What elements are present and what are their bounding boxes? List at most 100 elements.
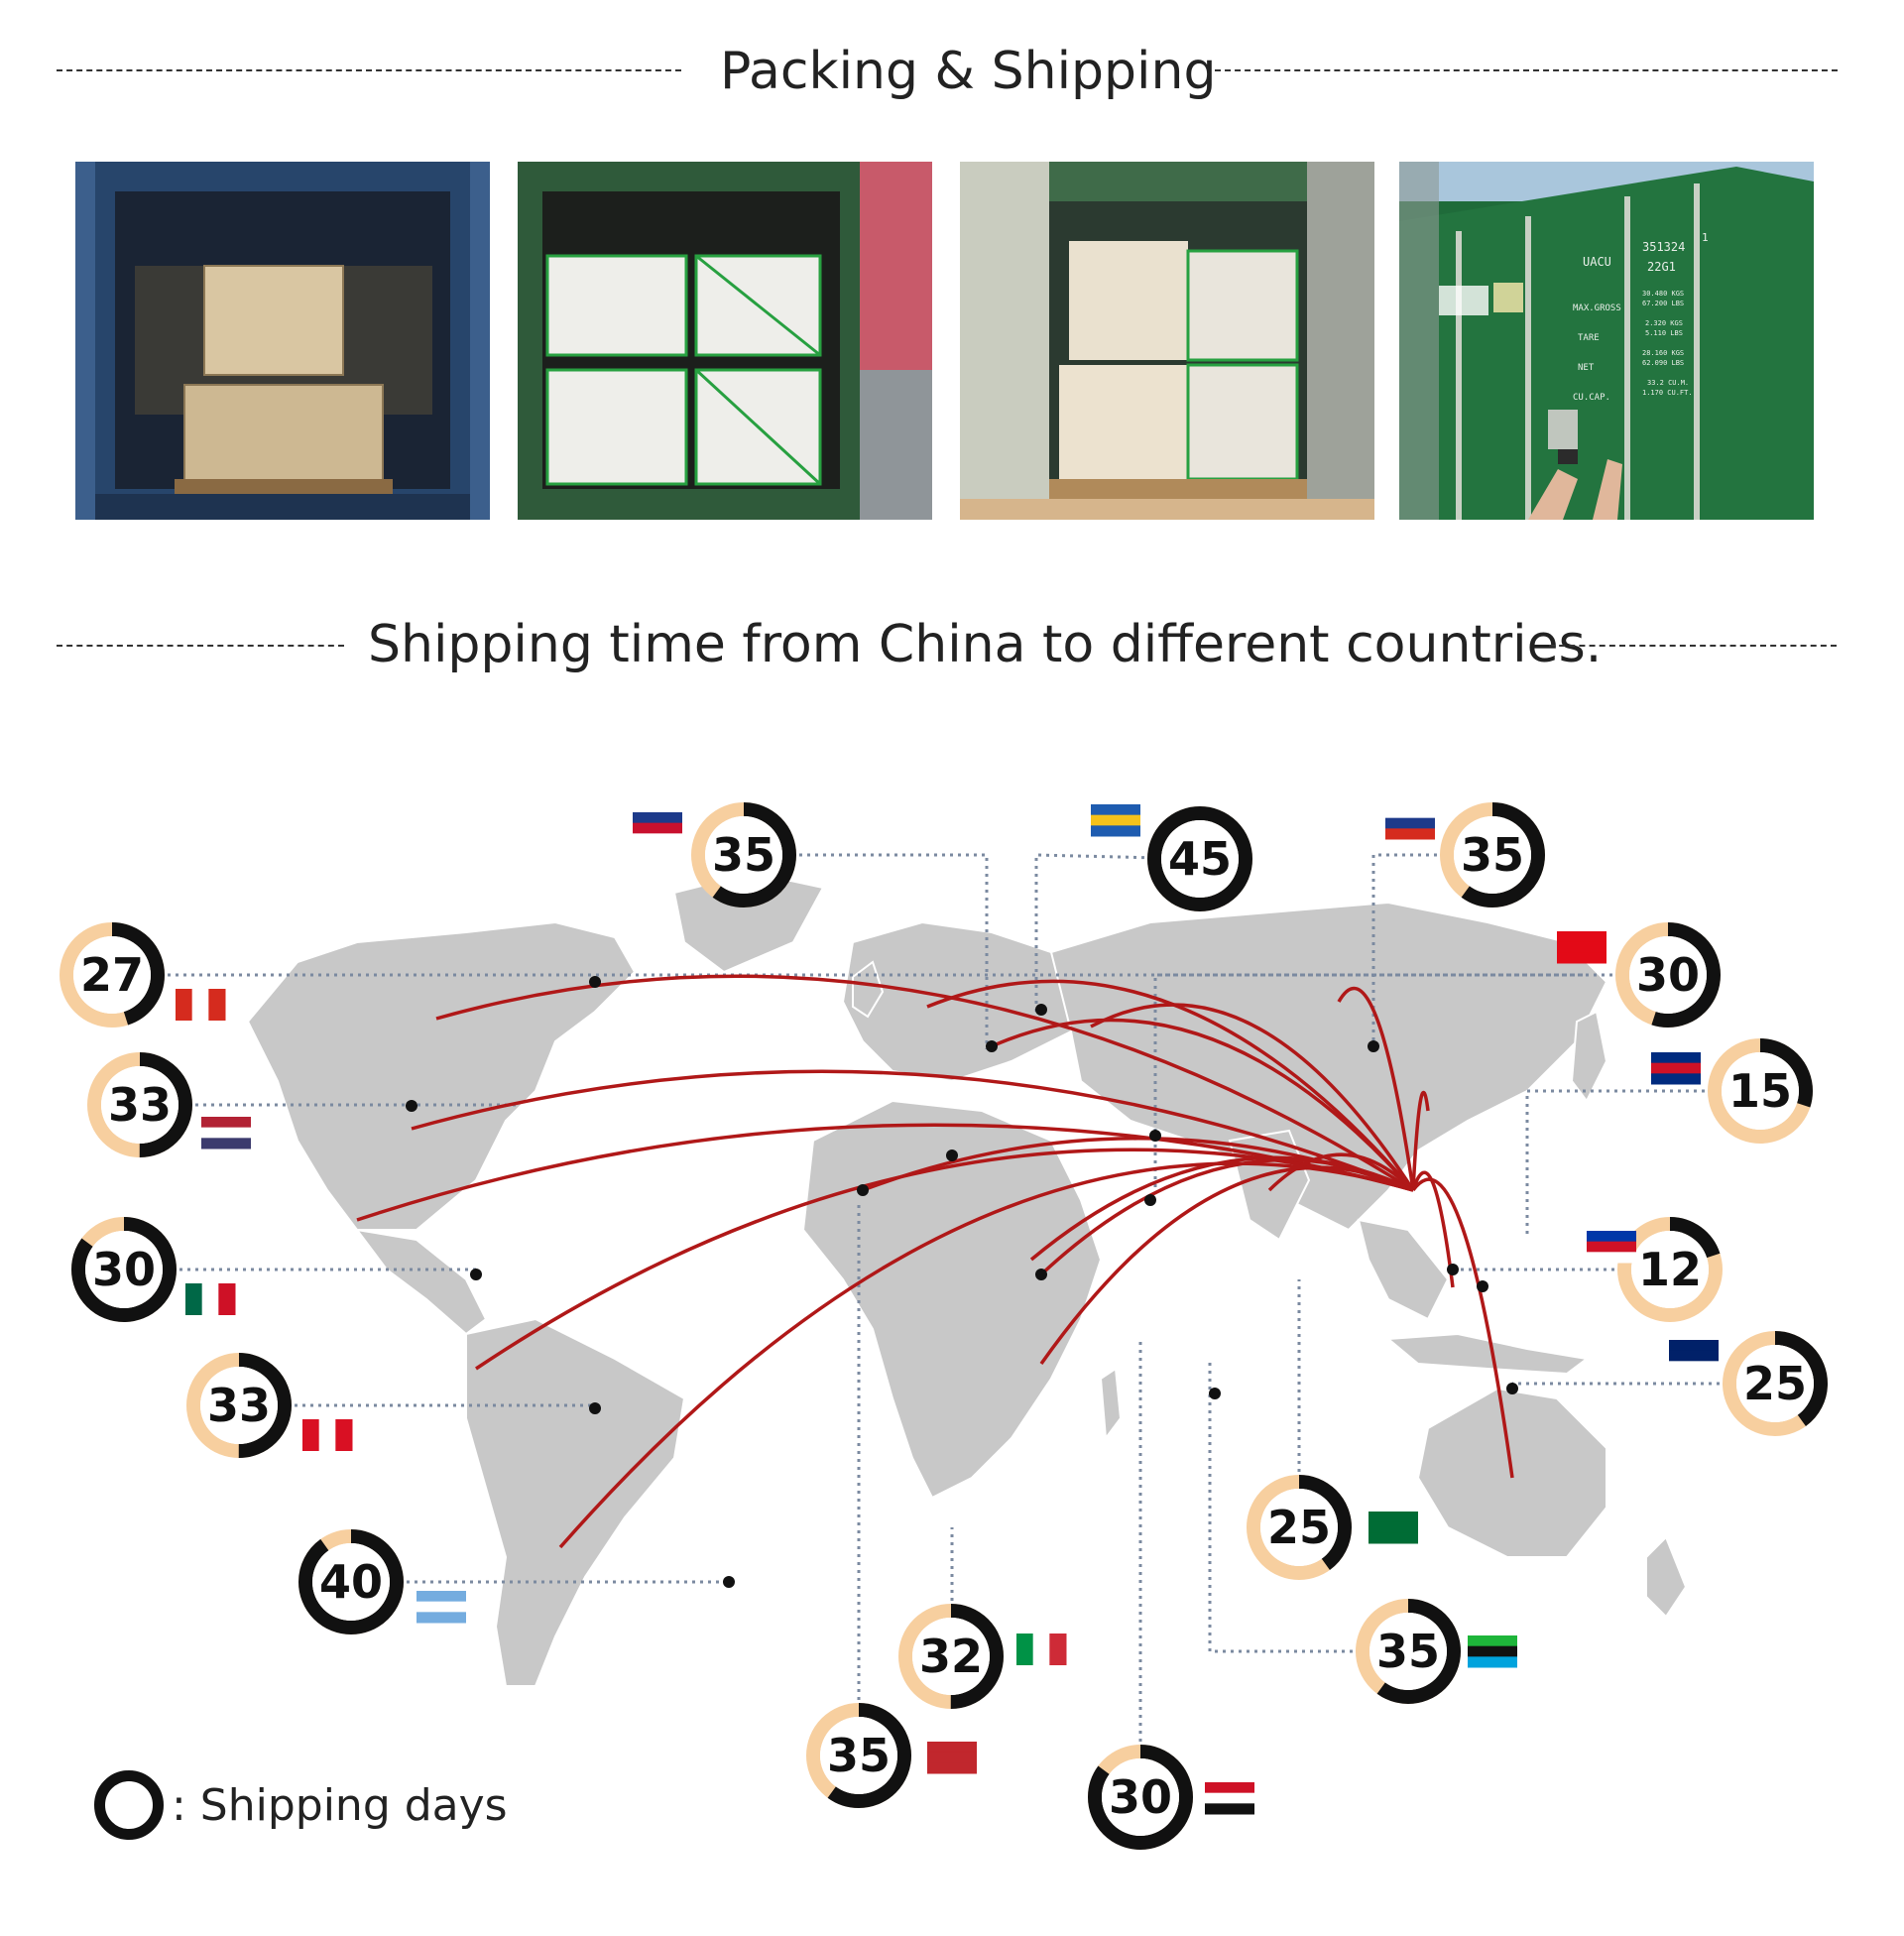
flag-stripe [1049,1634,1067,1665]
flag-stripe [1385,828,1435,840]
flag-stripe [416,1601,466,1613]
door-cucap-cum: 33.2 CU.M. [1647,379,1689,387]
tanzania-flag [1468,1635,1517,1668]
shipping-days-value: 15 [1728,1064,1792,1118]
route-node [723,1576,735,1588]
door-maxgross-label: MAX.GROSS [1573,303,1621,313]
route-node [406,1100,417,1112]
ring-inner [1369,1613,1447,1690]
badge-canada: 27 [60,922,165,1028]
door-check: 1 [1702,231,1709,244]
shipping-days-value: 33 [108,1078,172,1132]
ring-progress [691,802,796,908]
badge-saudi: 25 [1247,1475,1352,1580]
asia-landmass [1049,901,1608,1232]
flag-stripe [1468,1645,1517,1657]
door-tare-lbs: 5.110 LBS [1645,329,1683,337]
door-cucap-cuft: 1.170 CU.FT. [1642,389,1693,397]
flag-stripe [1368,1512,1418,1523]
shipping-days-value: 35 [827,1729,891,1782]
flag-stripe [335,1419,353,1451]
route-line [1411,1170,1455,1288]
route-node [470,1269,482,1280]
shipping-routes [356,974,1514,1549]
flag-stripe [201,1138,251,1150]
container-photo-3 [960,162,1374,520]
route-node [589,1402,601,1414]
shipping-days-value: 30 [92,1243,156,1296]
flag-stripe [176,989,193,1021]
flag-stripe [1557,941,1606,953]
badge-turkey: 30 [1615,922,1721,1028]
ring-progress [298,1529,404,1634]
shipping-days-value: 35 [1461,828,1524,882]
route-line [991,1018,1415,1192]
legend-text: : Shipping days [172,1779,508,1831]
south-america-landmass [465,1317,686,1687]
badge-argentina: 40 [298,1529,404,1634]
flag-stripe [1557,931,1606,943]
route-line [1029,1155,1414,1262]
flag-stripe [201,1117,251,1129]
ring-progress [60,922,165,1028]
russia-flag [1385,807,1435,840]
badge-russia: 35 [1440,802,1545,908]
door-maxgross-kgs: 30.480 KGS [1642,290,1684,298]
shipping-days-value: 32 [919,1630,983,1683]
ring-progress [87,1052,192,1157]
packing-title: Packing & Shipping [720,42,1217,101]
central-america-landmass [354,1228,488,1336]
route-nodes [406,976,1518,1588]
italy-flag [1016,1634,1067,1665]
route-node [589,976,601,988]
mexico-flag [185,1283,236,1315]
ring-inner [820,1717,897,1794]
leader-line [1525,1089,1760,1235]
flag-stripe [1091,804,1140,816]
morocco-flag [927,1742,977,1774]
flag-stripe [1205,1792,1254,1804]
ring-inner [1102,1758,1179,1836]
shipping-days-value: 25 [1267,1501,1331,1554]
container-photo-2 [518,162,932,520]
route-line [1411,1177,1514,1479]
flag-stripe [416,1591,466,1603]
egypt-flag [1205,1782,1254,1815]
badge-philippines: 12 [1617,1217,1723,1322]
route-line [1411,1090,1430,1191]
shipping-days-value: 30 [1636,948,1700,1002]
route-line [1337,986,1415,1191]
shipping-days-value: 12 [1638,1243,1702,1296]
argentina-flag [416,1591,466,1624]
door-net-label: NET [1578,363,1595,373]
route-node [1477,1280,1488,1292]
flag-stripe [185,1283,203,1315]
flag-stripe [1032,1634,1050,1665]
route-node [1144,1194,1156,1206]
flag-stripe [927,1762,977,1774]
flag-stripe [191,989,209,1021]
ring-inner [1629,936,1707,1014]
flag-stripe [1016,1634,1034,1665]
container-photo-4: UACU 351324 1 22G1 MAX.GROSS 30.480 KGS … [1399,162,1814,520]
ring-inner [1736,1345,1814,1422]
sweden-flag [1091,804,1140,837]
uk-flag [633,812,682,845]
badge-italy: 32 [898,1604,1004,1709]
ring-inner [1454,816,1531,894]
flag-stripe [1669,1350,1719,1362]
badge-tanzania: 35 [1356,1599,1461,1704]
door-net-kgs: 28.160 KGS [1642,349,1684,357]
badge-costa-rica: 15 [1708,1038,1813,1144]
flag-stripe [927,1742,977,1754]
ring-progress [1147,806,1252,911]
badge-usa: 33 [87,1052,192,1157]
shipping-section-header: Shipping time from China to different co… [0,609,1904,678]
ring-inner [1260,1489,1338,1566]
flag-stripe [1385,817,1435,829]
shipping-days-value: 25 [1743,1357,1807,1410]
flag-stripe [633,822,682,834]
ring-progress [1356,1599,1461,1704]
badge-australia: 25 [1723,1331,1828,1436]
